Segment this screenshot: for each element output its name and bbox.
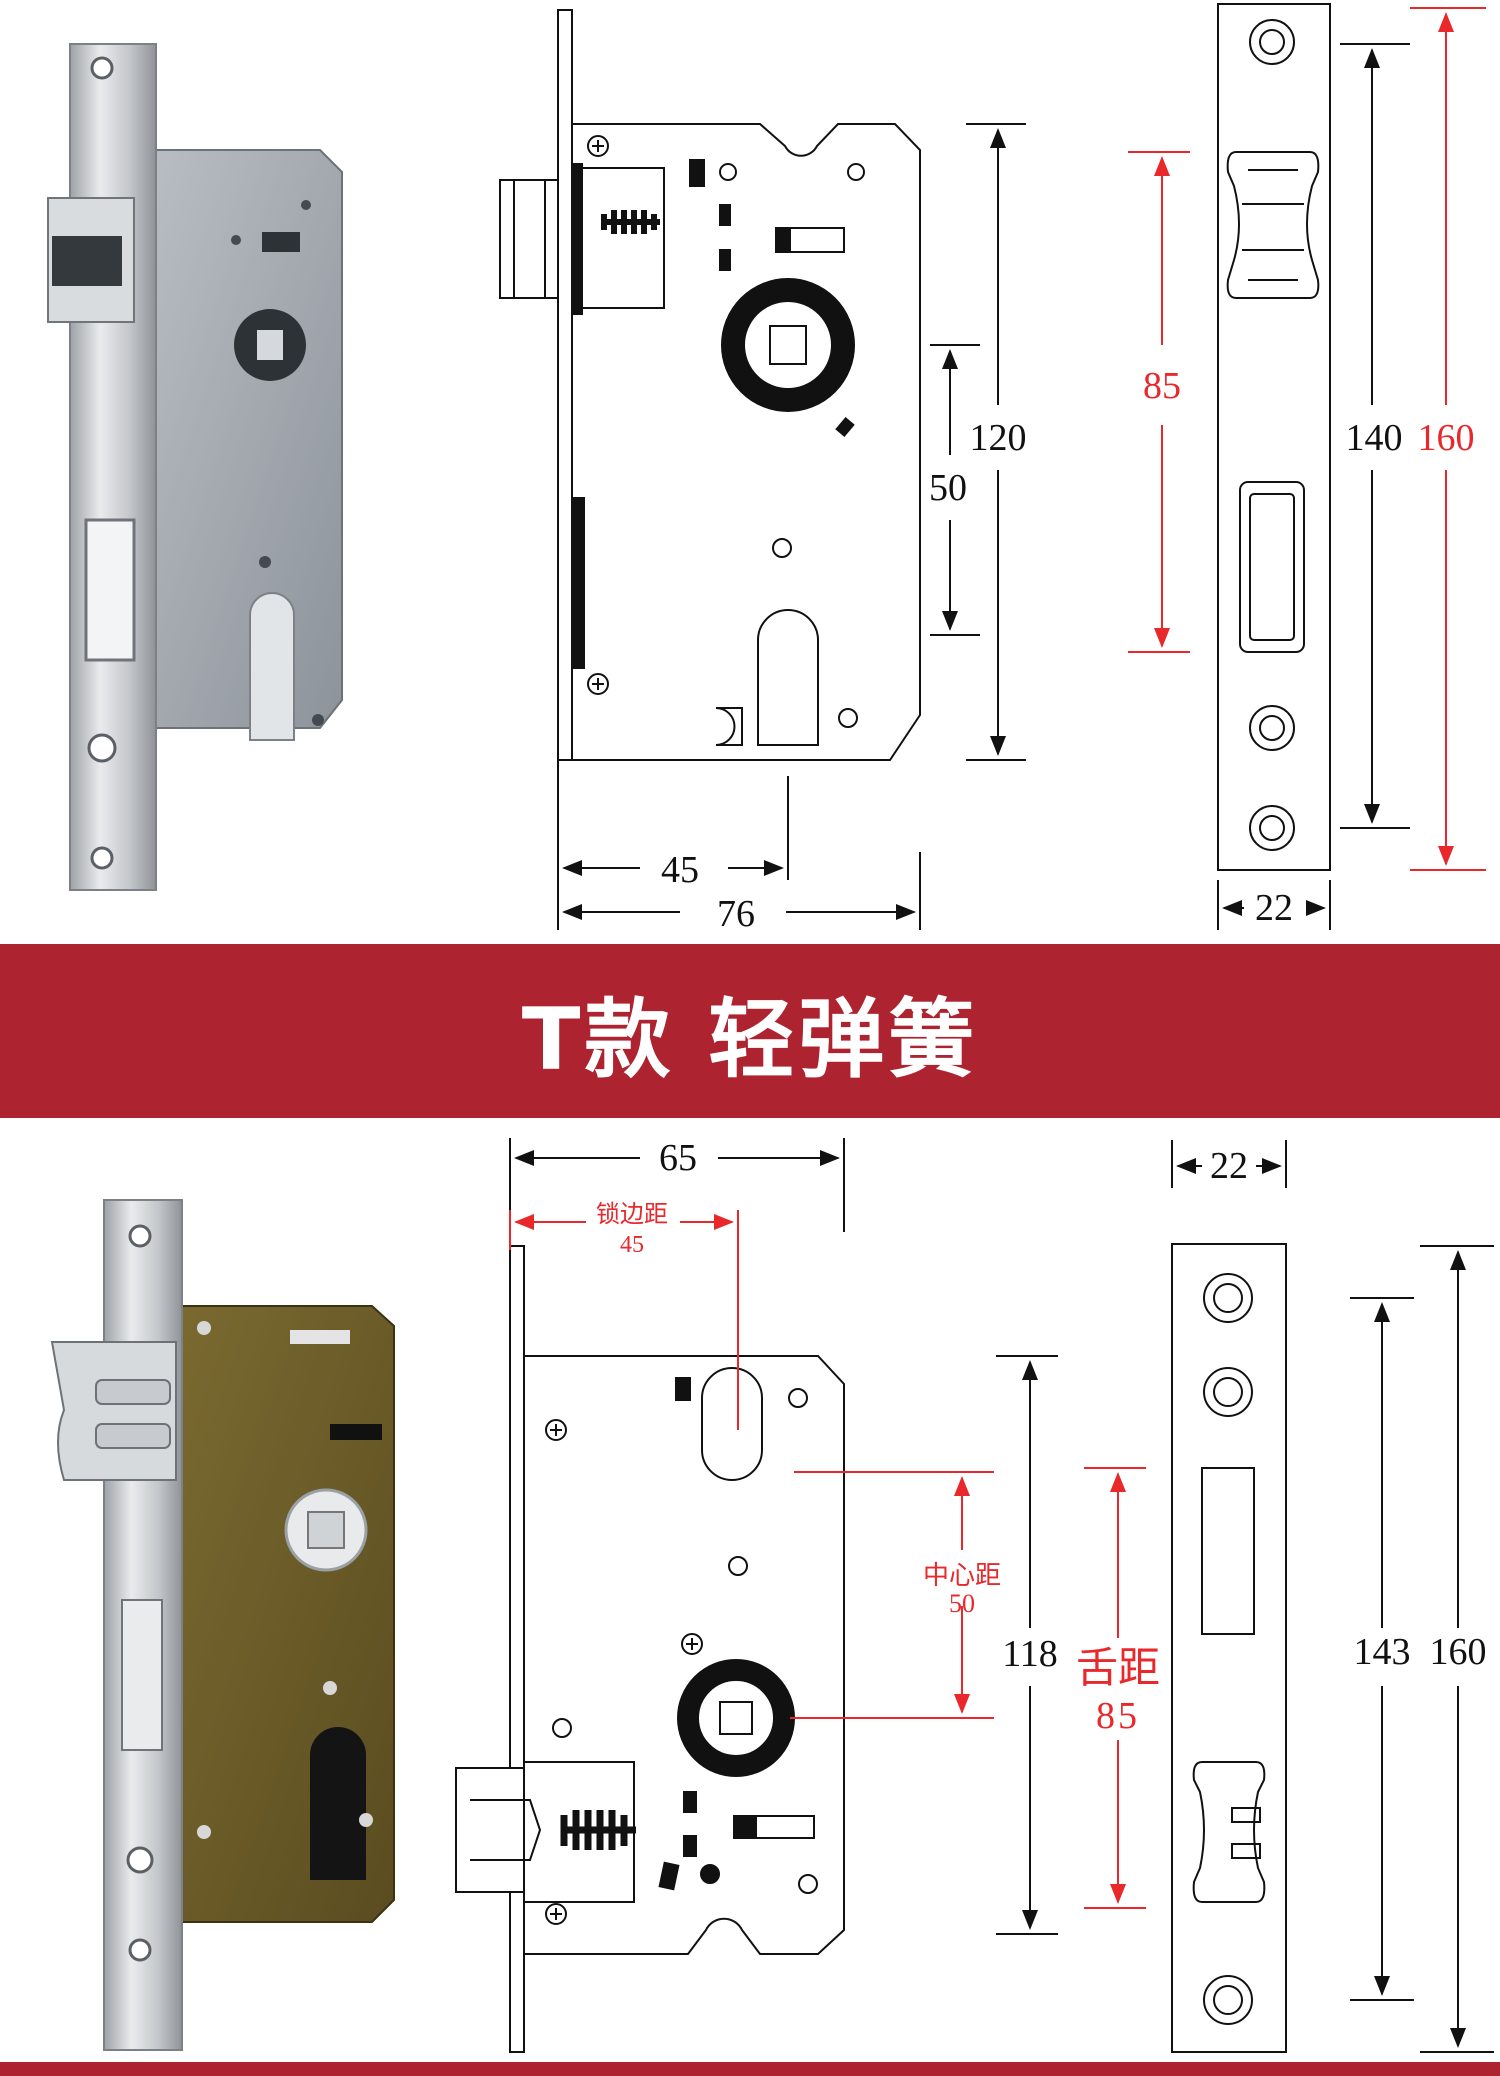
bottom-faceplate-width-value: 22 (1210, 1145, 1248, 1187)
bottom-tongue-distance-label: 舌距 (1076, 1643, 1160, 1692)
top-width-value: 22 (1255, 887, 1293, 929)
top-depth-value: 76 (717, 893, 755, 935)
top-faceplate-dimensions (1128, 7, 1486, 930)
bottom-hole-span-value: 143 (1354, 1631, 1411, 1673)
section-banner: T款 轻弹簧 (0, 944, 1500, 1118)
bottom-backset-value: 45 (620, 1232, 644, 1258)
bottom-dimensions (509, 1138, 1146, 1935)
bottom-length-value: 160 (1430, 1631, 1487, 1673)
top-tongue-distance-value: 85 (1143, 365, 1181, 407)
bottom-center-distance-value: 50 (949, 1589, 975, 1618)
top-lock-body-drawing (499, 9, 921, 761)
bottom-center-distance-label: 中心距 (923, 1561, 1001, 1591)
bottom-height-value: 118 (1002, 1633, 1058, 1675)
photo-gold-lock (50, 1199, 395, 2051)
banner-title: T款 轻弹簧 (521, 989, 979, 1090)
top-height-value: 120 (970, 417, 1027, 459)
top-dimensions (557, 123, 1026, 930)
bottom-depth-value: 65 (659, 1137, 697, 1179)
bottom-tongue-distance-value: 85 (1096, 1695, 1140, 1737)
top-center-distance-value: 50 (929, 467, 967, 509)
top-backset-value: 45 (661, 849, 699, 891)
bottom-backset-label: 锁边距 (596, 1200, 668, 1228)
photo-silver-lock (47, 43, 343, 891)
top-faceplate-drawing (1217, 3, 1331, 871)
bottom-faceplate-dimensions (1171, 1140, 1494, 2053)
bottom-accent-bar (0, 2062, 1500, 2076)
bottom-lock-body-drawing (455, 1245, 845, 2053)
top-hole-span-value: 140 (1346, 417, 1403, 459)
top-length-value: 160 (1418, 417, 1475, 459)
bottom-faceplate-drawing (1171, 1243, 1287, 2053)
